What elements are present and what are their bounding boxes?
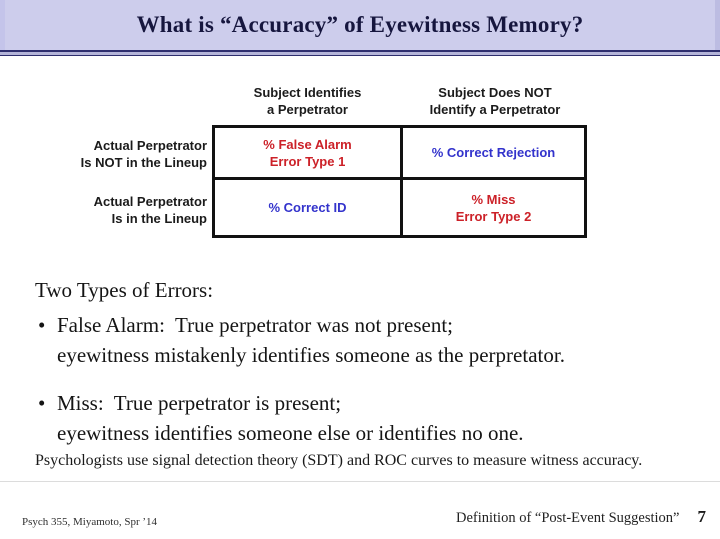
- row-header-line: Actual Perpetrator: [93, 138, 207, 153]
- bullet-text: False Alarm: True perpetrator was not pr…: [57, 310, 565, 370]
- row-header-line: Is NOT in the Lineup: [80, 155, 207, 170]
- column-header-line: Subject Does NOT: [438, 85, 552, 100]
- sdt-note: Psychologists use signal detection theor…: [35, 452, 643, 469]
- column-header-not-identify: Subject Does NOT Identify a Perpetrator: [403, 84, 587, 118]
- row-header-line: Is in the Lineup: [111, 211, 207, 226]
- cell-correct-id: % Correct ID: [215, 180, 403, 235]
- page-number: 7: [697, 507, 707, 526]
- cell-line: % Correct ID: [268, 200, 347, 215]
- bullet-icon: •: [38, 391, 46, 415]
- row-header-not-in-lineup: Actual Perpetrator Is NOT in the Lineup: [0, 137, 207, 171]
- column-header-line: Identify a Perpetrator: [429, 102, 561, 117]
- footer-divider: [0, 481, 720, 482]
- matrix-grid: % False Alarm Error Type 1 % Correct Rej…: [212, 125, 587, 238]
- bullet-text: Miss: True perpetrator is present; eyewi…: [57, 388, 524, 448]
- bullet-text-line: False Alarm: True perpetrator was not pr…: [57, 313, 454, 337]
- cell-line: % False Alarm: [263, 136, 352, 152]
- column-header-line: Subject Identifies: [253, 85, 362, 100]
- column-header-identifies: Subject Identifies a Perpetrator: [212, 84, 403, 118]
- cell-line: % Correct Rejection: [431, 145, 556, 160]
- decision-matrix: Subject Identifies a Perpetrator Subject…: [0, 0, 720, 260]
- bullet-text-line: eyewitness identifies someone else or id…: [57, 421, 524, 445]
- footer-right: Definition of “Post-Event Suggestion” 7: [456, 507, 706, 527]
- column-header-line: a Perpetrator: [267, 102, 348, 117]
- cell-miss: % Miss Error Type 2: [403, 180, 584, 235]
- cell-line: Error Type 1: [269, 153, 346, 169]
- cell-line: % Miss: [471, 191, 516, 207]
- row-header-line: Actual Perpetrator: [93, 194, 207, 209]
- bullet-miss: • Miss: True perpetrator is present; eye…: [38, 388, 524, 448]
- cell-correct-rejection: % Correct Rejection: [403, 128, 584, 180]
- section-heading: Two Types of Errors:: [35, 278, 214, 302]
- bullet-icon: •: [38, 313, 46, 337]
- bullet-false-alarm: • False Alarm: True perpetrator was not …: [38, 310, 565, 370]
- bullet-text-line: eyewitness mistakenly identifies someone…: [57, 343, 565, 367]
- cell-false-alarm: % False Alarm Error Type 1: [215, 128, 403, 180]
- footer-caption: Definition of “Post-Event Suggestion”: [455, 510, 680, 526]
- row-header-in-lineup: Actual Perpetrator Is in the Lineup: [0, 193, 207, 227]
- cell-line: Error Type 2: [455, 208, 532, 224]
- footer-course-label: Psych 355, Miyamoto, Spr ’14: [22, 516, 158, 528]
- bullet-text-line: Miss: True perpetrator is present;: [57, 391, 342, 415]
- slide-title-bar: What is “Accuracy” of Eyewitness Memory?: [0, 0, 720, 50]
- slide-title: What is “Accuracy” of Eyewitness Memory?: [136, 12, 584, 37]
